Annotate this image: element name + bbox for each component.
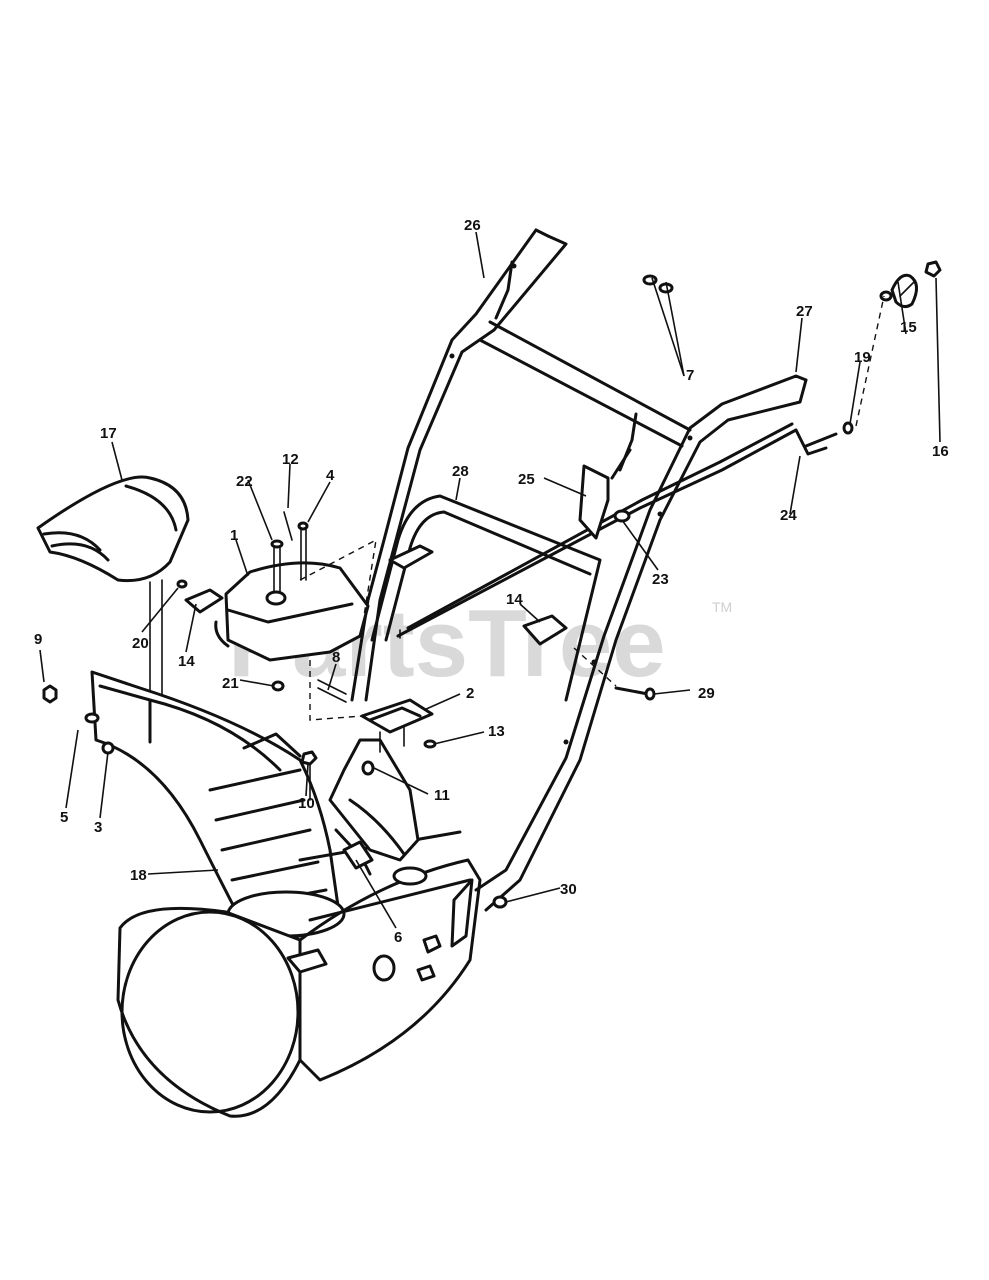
chute-brackets <box>184 544 568 646</box>
callout-22: 22 <box>236 473 253 490</box>
callout-labels: 1 2 3 4 5 6 7 8 9 10 11 12 13 14 14 15 1… <box>34 217 949 946</box>
callout-16: 16 <box>932 443 949 460</box>
callout-14-right: 14 <box>506 591 523 608</box>
callout-14-left: 14 <box>178 653 195 670</box>
callout-10: 10 <box>298 795 315 812</box>
callout-23: 23 <box>652 571 669 588</box>
callout-20: 20 <box>132 635 149 652</box>
callout-18: 18 <box>130 867 147 884</box>
callout-2: 2 <box>466 685 474 702</box>
callout-6: 6 <box>394 929 402 946</box>
engine-shroud <box>214 511 377 721</box>
callout-13: 13 <box>488 723 505 740</box>
callout-25: 25 <box>518 471 535 488</box>
watermark-trademark: TM <box>712 599 732 615</box>
callout-11: 11 <box>434 787 450 804</box>
callout-29: 29 <box>698 685 715 702</box>
callout-17: 17 <box>100 425 117 442</box>
callout-21: 21 <box>222 675 239 692</box>
upper-handle <box>350 228 808 912</box>
callout-8: 8 <box>332 649 340 666</box>
callout-4: 4 <box>326 467 335 484</box>
callout-7: 7 <box>686 367 694 384</box>
callout-28: 28 <box>452 463 469 480</box>
callout-9: 9 <box>34 631 42 648</box>
callout-12: 12 <box>282 451 299 468</box>
lower-handle <box>370 494 602 702</box>
callout-3: 3 <box>94 819 102 836</box>
callout-30: 30 <box>560 881 577 898</box>
callout-19: 19 <box>854 349 871 366</box>
callout-24: 24 <box>780 507 797 524</box>
auger-housing <box>116 830 482 1118</box>
chute-support <box>328 738 428 886</box>
crank-knob <box>804 260 942 448</box>
callout-1: 1 <box>230 527 238 544</box>
callout-26: 26 <box>464 217 481 234</box>
leader-lines <box>39 231 941 929</box>
callout-5: 5 <box>60 809 68 826</box>
callout-15: 15 <box>900 319 917 336</box>
chute-deflector <box>36 475 190 721</box>
callout-27: 27 <box>796 303 813 320</box>
